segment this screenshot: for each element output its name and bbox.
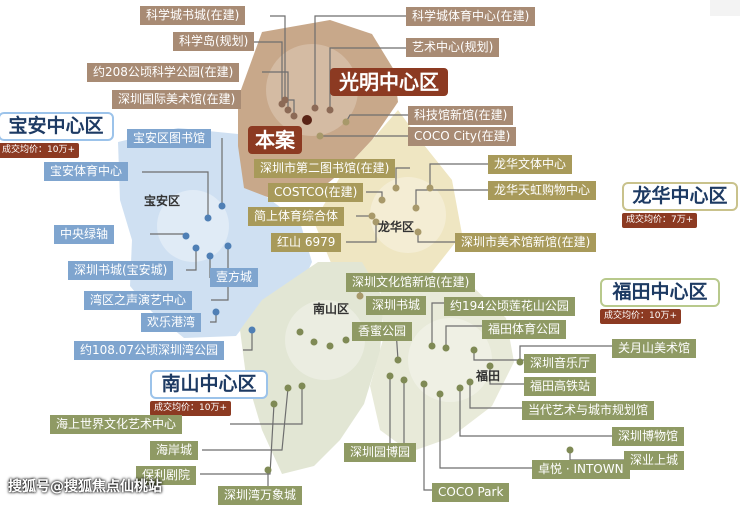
nanshan-halo	[285, 300, 365, 380]
longhua-halo	[370, 177, 446, 253]
nanshan-avg-price: 成交均价：10万+	[150, 401, 231, 416]
poi-shenzhen-culture-hall-new: 深圳文化馆新馆(在建)	[346, 273, 476, 292]
poi-coco-park: COCO Park	[432, 483, 510, 502]
poi-shenzhen-concert-hall: 深圳音乐厅	[524, 354, 597, 373]
poi-science-city-library: 科学城书城(在建)	[140, 6, 246, 25]
futian-region	[370, 272, 514, 452]
poi-art-center: 艺术中心(规划)	[406, 38, 500, 57]
poi-shenzhen-museum: 深圳博物馆	[612, 427, 685, 446]
poi-shenye-shangcheng: 深业上城	[624, 451, 685, 470]
poi-baoan-library: 宝安区图书馆	[127, 129, 212, 148]
poi-poly-theater: 保利剧院	[136, 466, 197, 485]
poi-bay-area-sound-art-center: 湾区之声演艺中心	[84, 291, 193, 310]
baoan-halo	[157, 190, 229, 262]
baoan-center-card: 宝安中心区 成交均价：10万+	[0, 112, 114, 158]
poi-shenzhen-bay-park: 约108.07公顷深圳湾公园	[74, 341, 224, 360]
poi-science-park-208: 约208公顷科学公园(在建)	[87, 63, 240, 82]
nanshan-region	[240, 262, 384, 474]
nanshan-center-card: 南山中心区 成交均价：10万+	[150, 370, 268, 416]
baoan-region	[118, 128, 312, 338]
poi-central-greenway: 中央绿轴	[54, 225, 115, 244]
poi-shenzhen-book-city-baoan: 深圳书城(宝安城)	[68, 261, 174, 280]
poi-guanshanyue-art-museum: 关月山美术馆	[612, 339, 697, 358]
corner-fragment	[710, 0, 740, 16]
poi-futian-sports-park: 福田体育公园	[482, 320, 567, 339]
poi-shenzhen-bay-mixc: 深圳湾万象城	[218, 486, 303, 505]
guangming-center-pill: 光明中心区	[330, 68, 448, 96]
poi-longhua-tianhong-mall: 龙华天虹购物中心	[488, 181, 597, 200]
futian-avg-price: 成交均价：10万+	[600, 309, 681, 324]
district-name-longhua: 龙华区	[378, 220, 415, 234]
poi-second-library: 深圳市第二图书馆(在建)	[254, 159, 396, 178]
district-name-baoan: 宝安区	[144, 194, 181, 208]
poi-shenzhen-book-city: 深圳书城	[366, 296, 427, 315]
poi-lianhuashan-park: 约194公顷莲花山公园	[444, 297, 575, 316]
longhua-center-card: 龙华中心区 成交均价：7万+	[622, 182, 738, 228]
longhua-avg-price: 成交均价：7万+	[622, 213, 698, 228]
baoan-center-title: 宝安中心区	[8, 115, 104, 137]
poi-shenzhen-art-museum-new: 深圳市美术馆新馆(在建)	[455, 233, 597, 252]
poi-science-island: 科学岛(规划)	[173, 32, 255, 51]
poi-longhua-culture-center: 龙华文体中心	[488, 155, 573, 174]
this-project-pill: 本案	[248, 126, 302, 154]
poi-hongshan-6979: 红山 6979	[271, 233, 342, 252]
poi-jianshang-sports-complex: 简上体育综合体	[248, 207, 345, 226]
baoan-avg-price: 成交均价：10万+	[0, 143, 79, 158]
district-name-futian: 福田	[476, 369, 501, 383]
poi-yifang-city: 壹方城	[210, 268, 259, 287]
poi-happy-harbor: 欢乐港湾	[141, 313, 202, 332]
watermark: 搜狐号@搜狐焦点仙桃站	[8, 479, 162, 495]
poi-futian-hsr-station: 福田高铁站	[524, 377, 597, 396]
project-marker	[302, 115, 312, 125]
poi-coastal-city: 海岸城	[150, 441, 199, 460]
futian-center-card: 福田中心区 成交均价：10万+	[600, 278, 720, 324]
nanshan-center-title: 南山中心区	[161, 373, 257, 395]
longhua-center-title: 龙华中心区	[632, 185, 728, 207]
poi-zhuoyue-intown: 卓悦 · INTOWN	[532, 460, 630, 479]
poi-shenzhen-intl-art-museum: 深圳国际美术馆(在建)	[112, 90, 242, 109]
district-name-nanshan: 南山区	[313, 302, 350, 316]
poi-science-city-sports-center: 科学城体育中心(在建)	[406, 7, 536, 26]
poi-dots	[182, 96, 574, 474]
futian-center-title: 福田中心区	[612, 281, 708, 303]
poi-coco-city: COCO City(在建)	[408, 127, 517, 146]
poi-xiangmi-park: 香蜜公园	[352, 322, 413, 341]
poi-shekou-culture-art-center: 海上世界文化艺术中心	[50, 415, 183, 434]
poi-contemporary-art-planning-museum: 当代艺术与城市规划馆	[522, 401, 655, 420]
poi-shenzhen-garden-expo: 深圳园博园	[344, 443, 417, 462]
poi-baoan-sports-center: 宝安体育中心	[44, 162, 129, 181]
poi-costco: COSTCO(在建)	[268, 183, 364, 202]
poi-science-museum-new: 科技馆新馆(在建)	[408, 106, 514, 125]
